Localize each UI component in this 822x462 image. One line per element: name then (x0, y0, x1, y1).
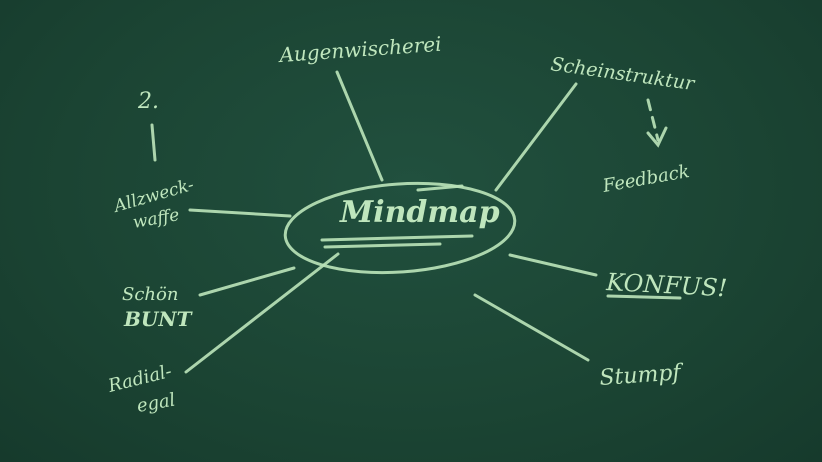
connector-right (508, 253, 598, 277)
center-underline-2 (323, 242, 442, 249)
branch-egal: egal (135, 389, 177, 416)
connector-top (335, 70, 384, 182)
number-mark-line (150, 123, 157, 162)
branch-schoen: Schön (122, 284, 178, 305)
branch-stumpf: Stumpf (599, 360, 686, 391)
center-label: Mindmap (339, 195, 500, 230)
branch-bunt: BUNT (123, 307, 194, 331)
center-overline (416, 184, 464, 192)
connector-left-mid (198, 266, 296, 297)
arrow-dashed-line (646, 98, 660, 142)
number-mark: | (0, 0, 1, 1)
arrow-head (646, 126, 668, 148)
connector-bottom-left (184, 252, 340, 374)
connector-left-top (188, 208, 292, 218)
connector-bottom-right (473, 293, 590, 362)
number-label: 2. (137, 89, 159, 114)
center-underline (320, 234, 474, 242)
branch-augenwischerei: Augenwischerei (277, 32, 443, 67)
branch-feedback: Feedback (600, 161, 691, 197)
center-ellipse (283, 181, 517, 275)
konfus-underline (606, 294, 682, 300)
connector-top-right (494, 82, 578, 192)
